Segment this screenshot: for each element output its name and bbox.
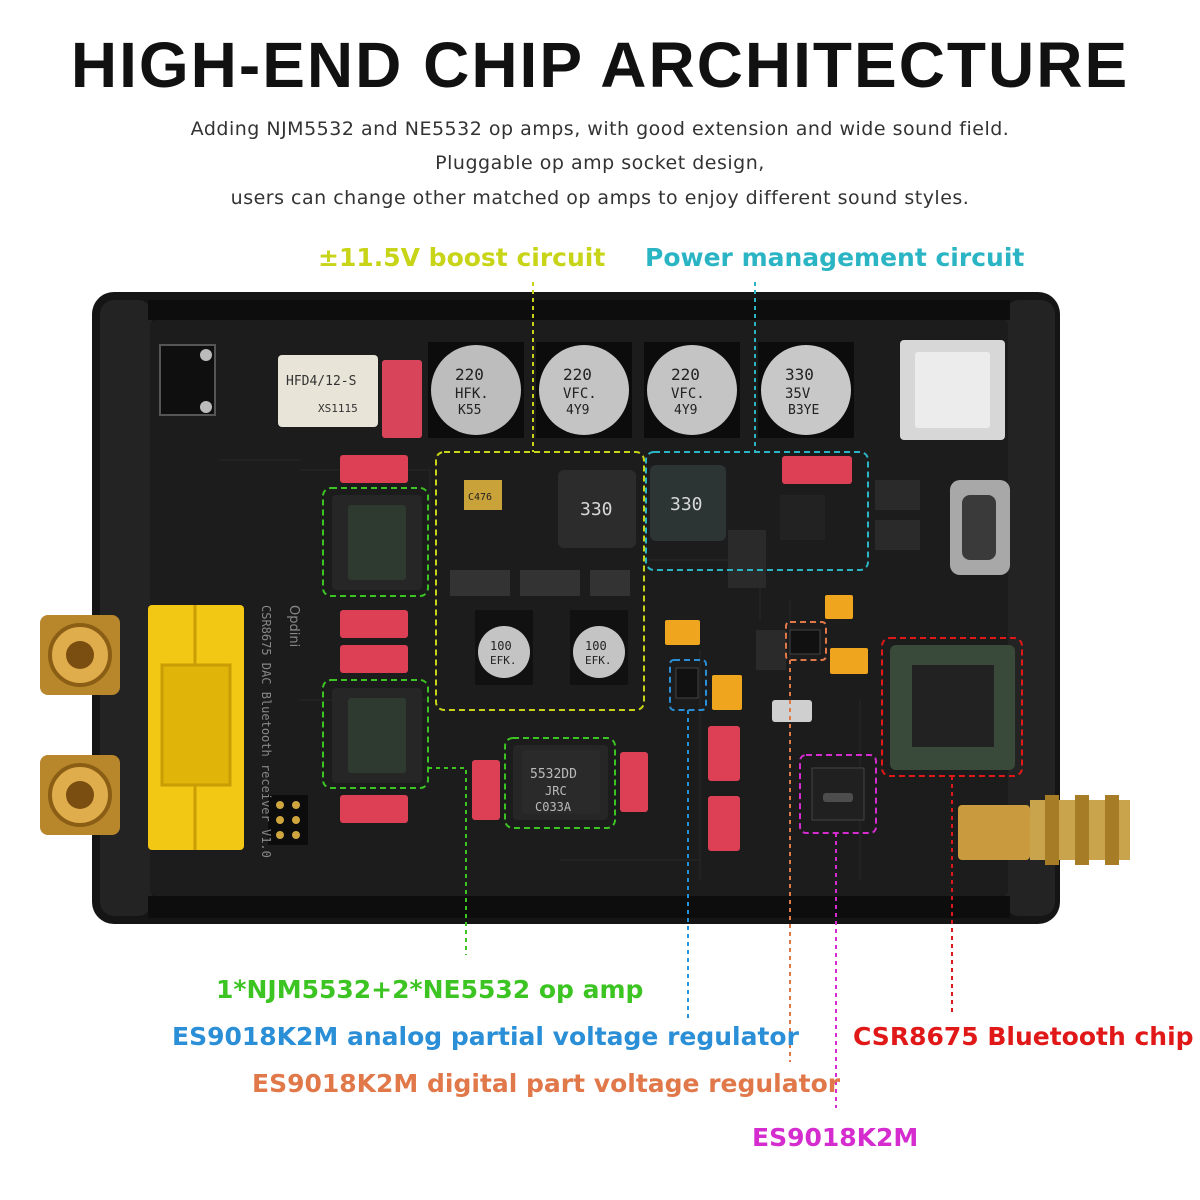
brand-silk-text: Opdini [286,605,301,647]
callout-bluetooth-chip: CSR8675 Bluetooth chip [853,1022,1194,1051]
smallcap1-line1: 100 [490,639,512,653]
power-management-circuit: 330 [650,465,920,588]
analog-reg-highlight [669,659,707,711]
pin-header [268,795,308,845]
subtitle-line-3: users can change other matched op amps t… [230,187,970,209]
cap3-line1: 220 [671,365,700,384]
relay: HFD4/12-S XS1115 [278,355,378,427]
subtitle-line-2: Pluggable op amp socket design, [435,152,765,174]
opamp-chip-batch: C033A [535,800,572,814]
cap3-line3: 4Y9 [674,403,697,418]
smallcap1-line2: EFK. [490,654,517,667]
board-silk-text: CSR8675 DAC Bluetooth receiver V1.0 [259,605,273,858]
cap3-line2: VFC. [671,386,705,402]
cap4-line1: 330 [785,365,814,384]
electrolytic-capacitors: 220 HFK. K55 220 VFC. 4Y9 220 VFC. 4Y9 3… [428,342,854,438]
jumper-header [159,344,216,416]
tantalum-capacitors [665,595,868,710]
digital-reg-highlight [785,621,827,661]
opamp1-highlight [322,487,429,597]
boost-highlight [435,451,645,711]
yellow-terminal-block [148,605,244,850]
cap4-line2: 35V [785,386,811,402]
callout-dac-chip: ES9018K2M [752,1123,919,1152]
rca-jacks [40,615,120,835]
smallcap2-line1: 100 [585,639,607,653]
voltage-regulators [675,629,821,722]
cap2-line3: 4Y9 [566,403,589,418]
page-title: HIGH-END CHIP ARCHITECTURE [70,29,1130,101]
opamp-sockets: 5532DD JRC C033A [332,495,608,820]
callout-opamps: 1*NJM5532+2*NE5532 op amp [216,975,644,1004]
usb-c-port [950,480,1010,575]
film-capacitor [382,360,422,438]
callout-power-management: Power management circuit [645,243,1025,272]
cap4-line3: B3YE [788,403,819,418]
opamp3-highlight [504,737,616,829]
csr8675-module [890,645,1015,770]
es9018k2m-chip [811,767,865,821]
smallcap2-line2: EFK. [585,654,612,667]
callout-boost-circuit: ±11.5V boost circuit [318,243,606,272]
relay-model-text: HFD4/12-S [286,374,356,389]
antenna-connector [958,795,1130,865]
highlight-boxes [322,451,1023,834]
cap1-line3: K55 [458,403,481,418]
opamp-chip-brand: JRC [545,784,567,798]
cap1-line1: 220 [455,365,484,384]
opamp-chip-model: 5532DD [530,767,577,782]
callout-analog-regulator: ES9018K2M analog partial voltage regulat… [172,1022,799,1051]
cap1-line2: HFK. [455,386,489,402]
relay-batch-text: XS1115 [318,402,358,415]
callout-digital-regulator: ES9018K2M digital part voltage regulator [252,1069,841,1098]
subtitle-line-1: Adding NJM5532 and NE5532 op amps, with … [190,118,1010,140]
cap2-line2: VFC. [563,386,597,402]
tantalum-text: C476 [468,492,492,503]
opamp2-highlight [322,679,429,789]
dc-jack [900,340,1005,440]
leader-lines [428,282,953,1108]
inductor2-text: 330 [670,494,703,515]
boost-circuit: 330 C476 100 EFK. 100 EFK. [450,470,636,685]
cap2-line1: 220 [563,365,592,384]
dac-highlight [799,754,877,834]
power-highlight [645,451,869,571]
inductor1-text: 330 [580,499,613,520]
red-film-capacitors [340,455,852,851]
